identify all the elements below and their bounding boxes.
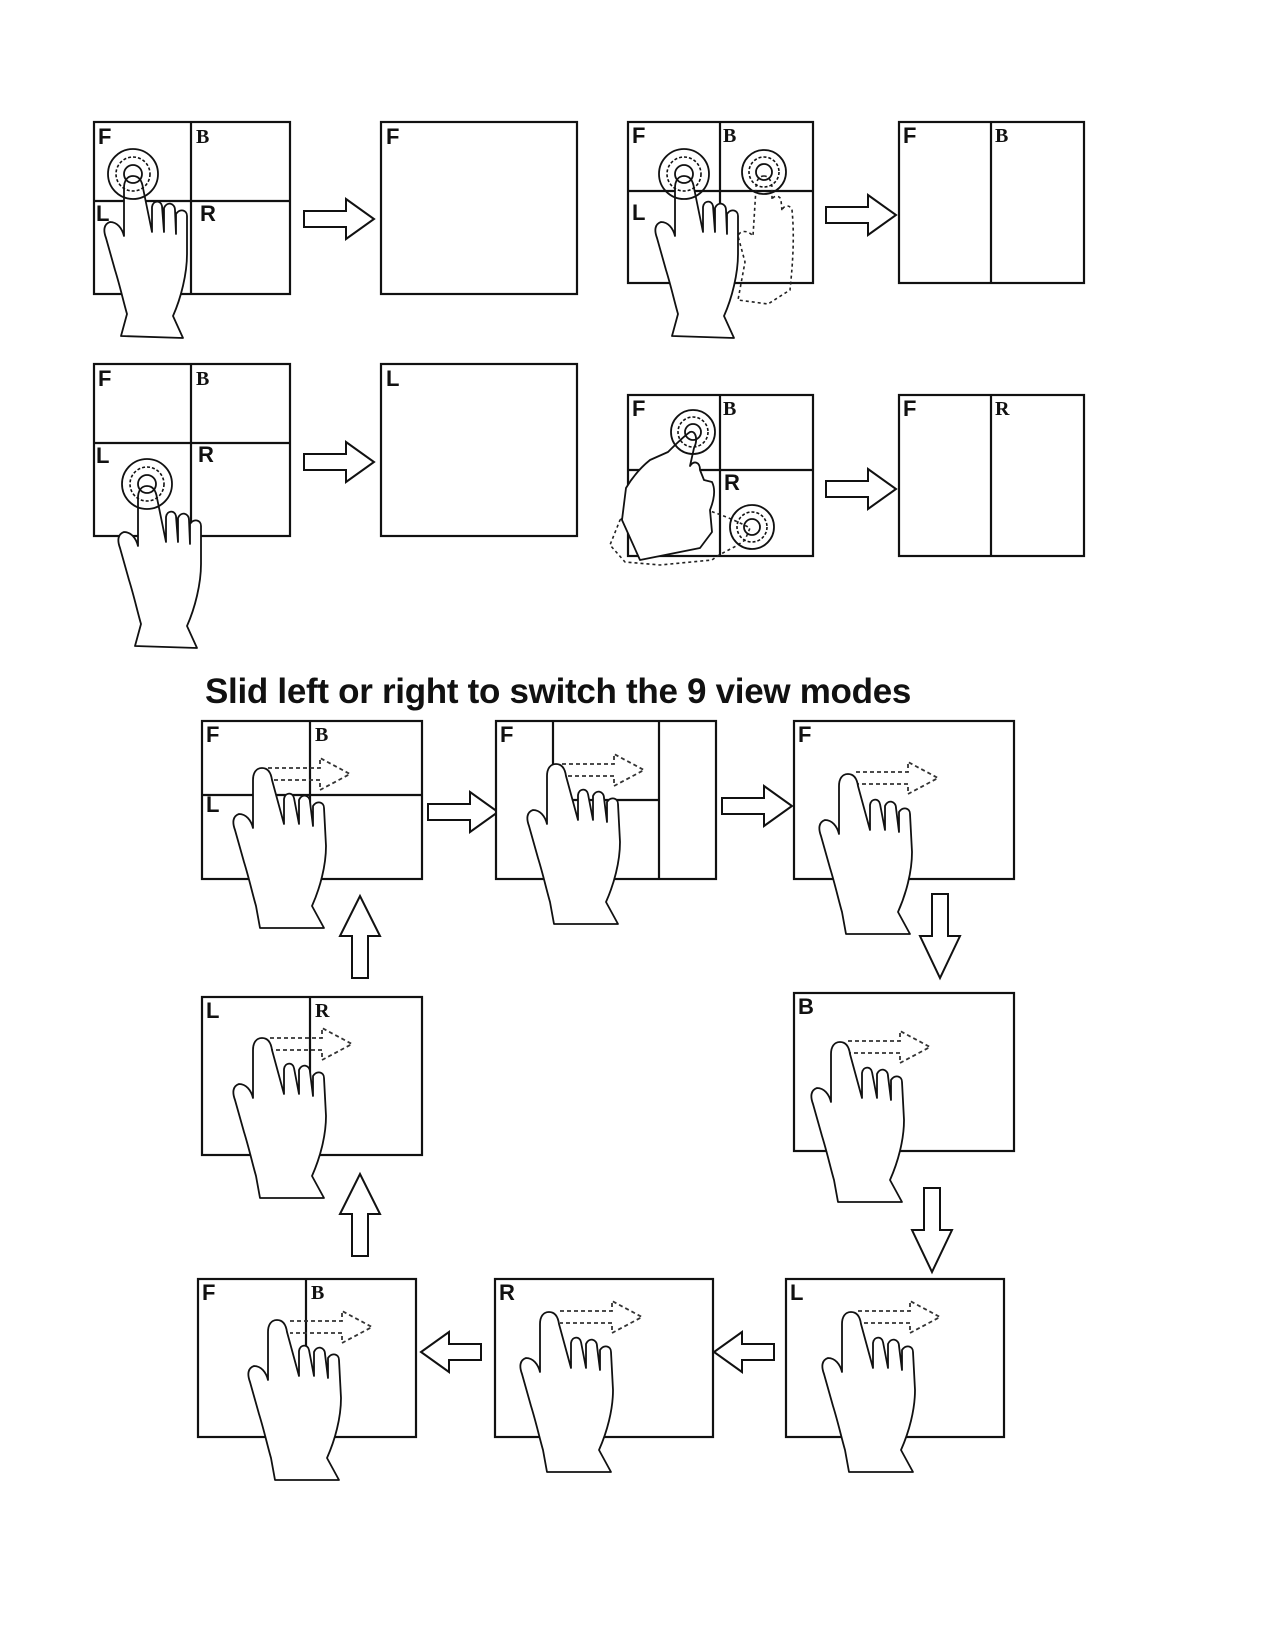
block-arrow-icon xyxy=(304,199,374,239)
label-right: R xyxy=(198,442,214,467)
label-front: F xyxy=(632,123,645,148)
swipe-mode-left: L xyxy=(786,1279,1004,1472)
label-left: L xyxy=(96,443,109,468)
label-back: B xyxy=(315,724,328,746)
block-arrow-icon xyxy=(340,1174,380,1256)
block-arrow-icon xyxy=(428,792,498,832)
example-tap-front: F B L R F xyxy=(94,122,577,338)
label-front: F xyxy=(386,124,399,149)
label-front: F xyxy=(500,722,513,747)
label-back: B xyxy=(196,368,209,390)
single-view-frame xyxy=(381,122,577,294)
label-right: R xyxy=(200,201,216,226)
swipe-mode-split-left-right: L R xyxy=(202,997,422,1198)
block-arrow-icon xyxy=(340,896,380,978)
block-arrow-icon xyxy=(714,1332,774,1372)
block-arrow-icon xyxy=(304,442,374,482)
label-right: R xyxy=(499,1280,515,1305)
label-front: F xyxy=(98,366,111,391)
label-back: B xyxy=(798,994,814,1019)
label-front: F xyxy=(98,124,111,149)
swipe-mode-front: F xyxy=(794,721,1014,934)
swipe-mode-quad: F B L xyxy=(202,721,422,928)
label-front: F xyxy=(632,396,645,421)
label-back: B xyxy=(196,126,209,148)
block-arrow-icon xyxy=(826,469,896,509)
swipe-mode-split-front-back: F B xyxy=(198,1279,416,1480)
swipe-mode-back: B xyxy=(794,993,1014,1202)
label-front: F xyxy=(903,396,916,421)
label-left: L xyxy=(386,366,399,391)
label-left: L xyxy=(206,998,219,1023)
label-left: L xyxy=(790,1280,803,1305)
label-front: F xyxy=(798,722,811,747)
swipe-mode-right: R xyxy=(495,1279,713,1472)
block-arrow-icon xyxy=(722,786,792,826)
example-tap-left: F B L R L xyxy=(94,364,577,648)
block-arrow-icon xyxy=(912,1188,952,1272)
block-arrow-icon xyxy=(421,1332,481,1372)
block-arrow-icon xyxy=(826,195,896,235)
label-right: R xyxy=(724,470,740,495)
example-tap-front-back: F B L F B xyxy=(628,122,1084,338)
label-right: R xyxy=(995,398,1010,420)
block-arrow-icon xyxy=(920,894,960,978)
label-front: F xyxy=(202,1280,215,1305)
single-view-frame xyxy=(381,364,577,536)
label-right: R xyxy=(315,1000,330,1022)
label-left: L xyxy=(632,200,645,225)
label-back: B xyxy=(723,398,736,420)
example-tap-front-right: F B R F R xyxy=(610,395,1084,565)
label-back: B xyxy=(995,125,1008,147)
label-front: F xyxy=(903,123,916,148)
label-front: F xyxy=(206,722,219,747)
label-back: B xyxy=(723,125,736,147)
label-left: L xyxy=(206,792,219,817)
label-back: B xyxy=(311,1282,324,1304)
swipe-mode-triple: F xyxy=(496,721,716,924)
